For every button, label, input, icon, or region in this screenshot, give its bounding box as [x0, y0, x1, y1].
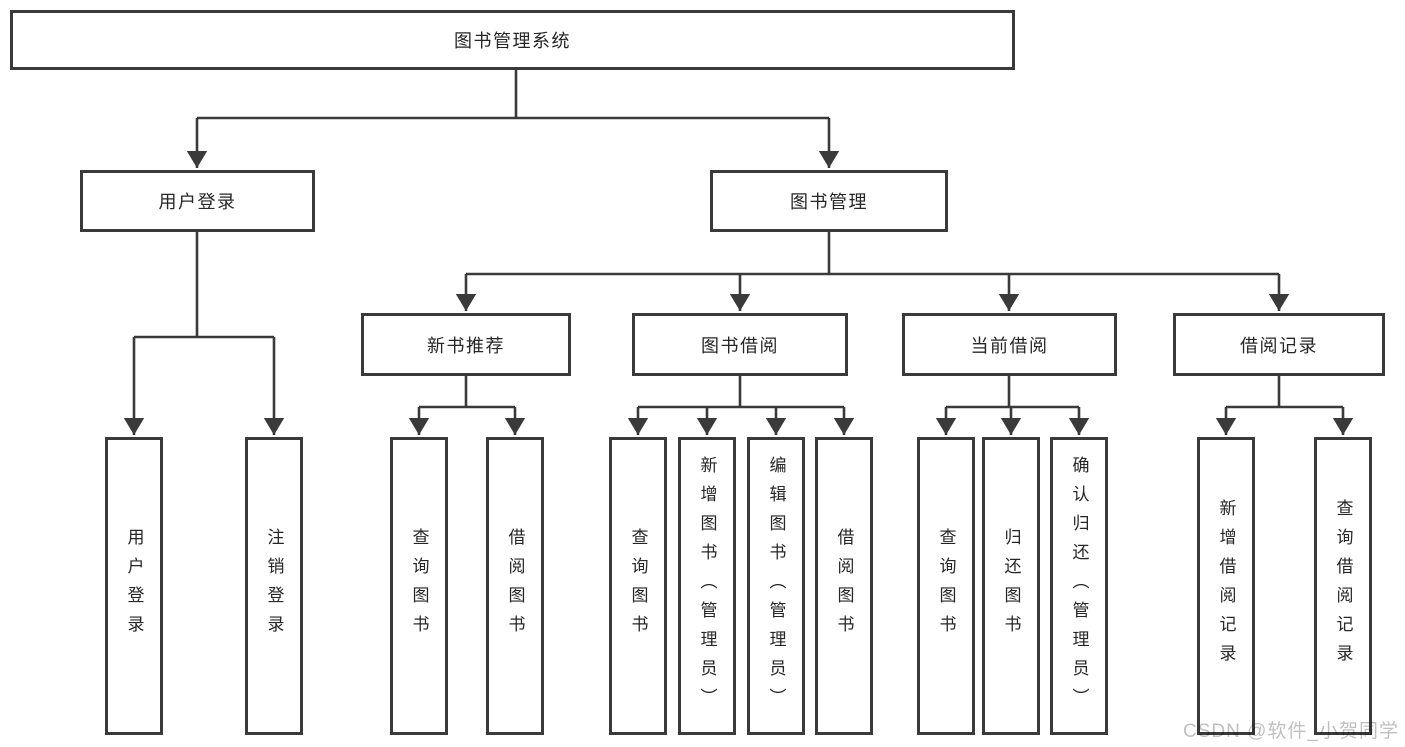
- node-label: 图书管理: [790, 192, 868, 212]
- node-label: 借阅图书: [505, 528, 525, 644]
- leaf-query-books-borrow: 查询图书: [609, 437, 667, 735]
- node-label: 新增图书（管理员）: [697, 455, 717, 717]
- leaf-return-books: 归还图书: [982, 437, 1040, 735]
- leaf-edit-books-admin: 编辑图书（管理员）: [747, 437, 805, 735]
- node-label: 注销登录: [264, 528, 284, 644]
- leaf-logout: 注销登录: [245, 437, 303, 735]
- node-borrowing-records: 借阅记录: [1173, 313, 1385, 376]
- node-library-system: 图书管理系统: [10, 10, 1015, 70]
- leaf-add-books-admin: 新增图书（管理员）: [678, 437, 736, 735]
- node-book-management: 图书管理: [710, 170, 948, 232]
- node-label: 确认归还（管理员）: [1069, 455, 1089, 717]
- node-label: 查询借阅记录: [1333, 499, 1353, 673]
- leaf-add-borrow-record: 新增借阅记录: [1197, 437, 1255, 735]
- node-label: 查询图书: [936, 528, 956, 644]
- node-label: 用户登录: [124, 528, 144, 644]
- leaf-user-login: 用户登录: [105, 437, 163, 735]
- node-label: 用户登录: [158, 192, 237, 212]
- leaf-confirm-return-admin: 确认归还（管理员）: [1050, 437, 1108, 735]
- leaf-borrow-books: 借阅图书: [815, 437, 873, 735]
- node-label: 图书管理系统: [454, 31, 571, 51]
- node-label: 归还图书: [1001, 528, 1021, 644]
- node-label: 新书推荐: [427, 335, 505, 356]
- leaf-query-books-current: 查询图书: [917, 437, 975, 735]
- leaf-query-borrow-record: 查询借阅记录: [1314, 437, 1372, 735]
- node-user-login: 用户登录: [80, 170, 315, 232]
- node-current-borrowing: 当前借阅: [902, 313, 1117, 376]
- node-label: 当前借阅: [970, 335, 1049, 356]
- leaf-query-books-recommend: 查询图书: [390, 437, 448, 735]
- node-label: 编辑图书（管理员）: [766, 455, 786, 717]
- node-label: 查询图书: [628, 528, 648, 644]
- node-book-borrowing: 图书借阅: [632, 313, 848, 376]
- node-label: 借阅图书: [834, 528, 854, 644]
- node-label: 图书借阅: [701, 335, 779, 356]
- node-label: 借阅记录: [1240, 335, 1318, 356]
- node-label: 新增借阅记录: [1216, 499, 1236, 673]
- watermark: CSDN @软件_小贺同学: [1183, 721, 1399, 742]
- leaf-borrow-books-recommend: 借阅图书: [486, 437, 544, 735]
- node-new-book-recommendation: 新书推荐: [361, 313, 571, 376]
- node-label: 查询图书: [409, 528, 429, 644]
